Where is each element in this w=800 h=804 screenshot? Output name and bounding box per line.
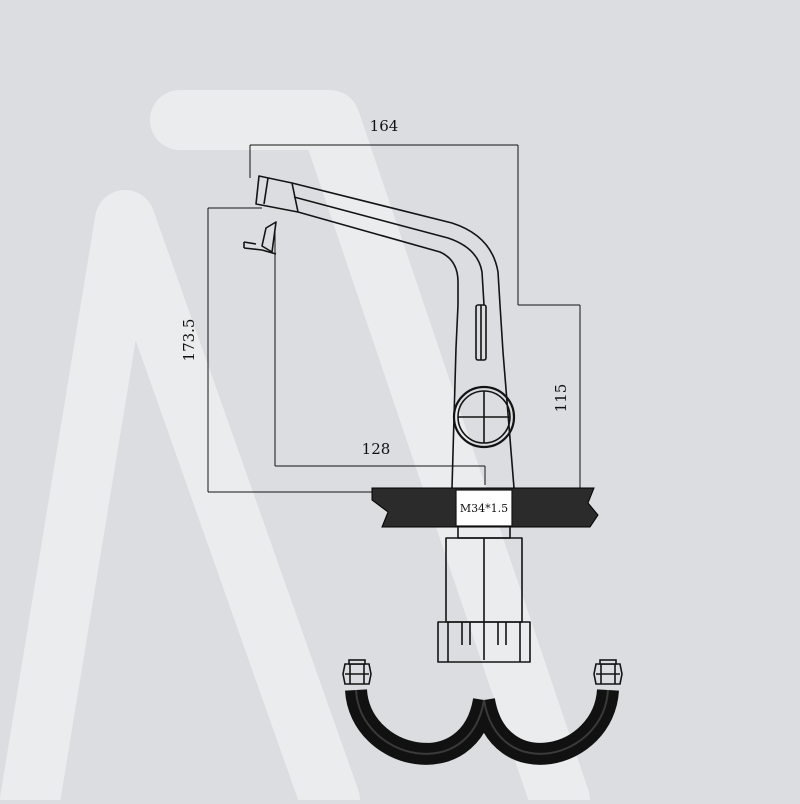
hose-nut-right — [593, 659, 623, 685]
dimension-height-label: 173.5 — [180, 319, 198, 362]
flexible-hoses — [345, 688, 619, 765]
dimension-lines — [207, 144, 581, 493]
dimension-reach-label: 128 — [362, 440, 391, 458]
dimension-width-label: 164 — [370, 117, 399, 135]
watermark-logo — [0, 90, 590, 804]
dimension-body-label: 115 — [552, 384, 570, 413]
thread-box — [455, 489, 513, 527]
faucet-body — [243, 175, 516, 489]
hose-nut-left — [342, 659, 372, 685]
mounting-shank — [437, 527, 531, 663]
thread-label: M34*1.5 — [460, 502, 508, 515]
hose-core — [355, 689, 609, 755]
